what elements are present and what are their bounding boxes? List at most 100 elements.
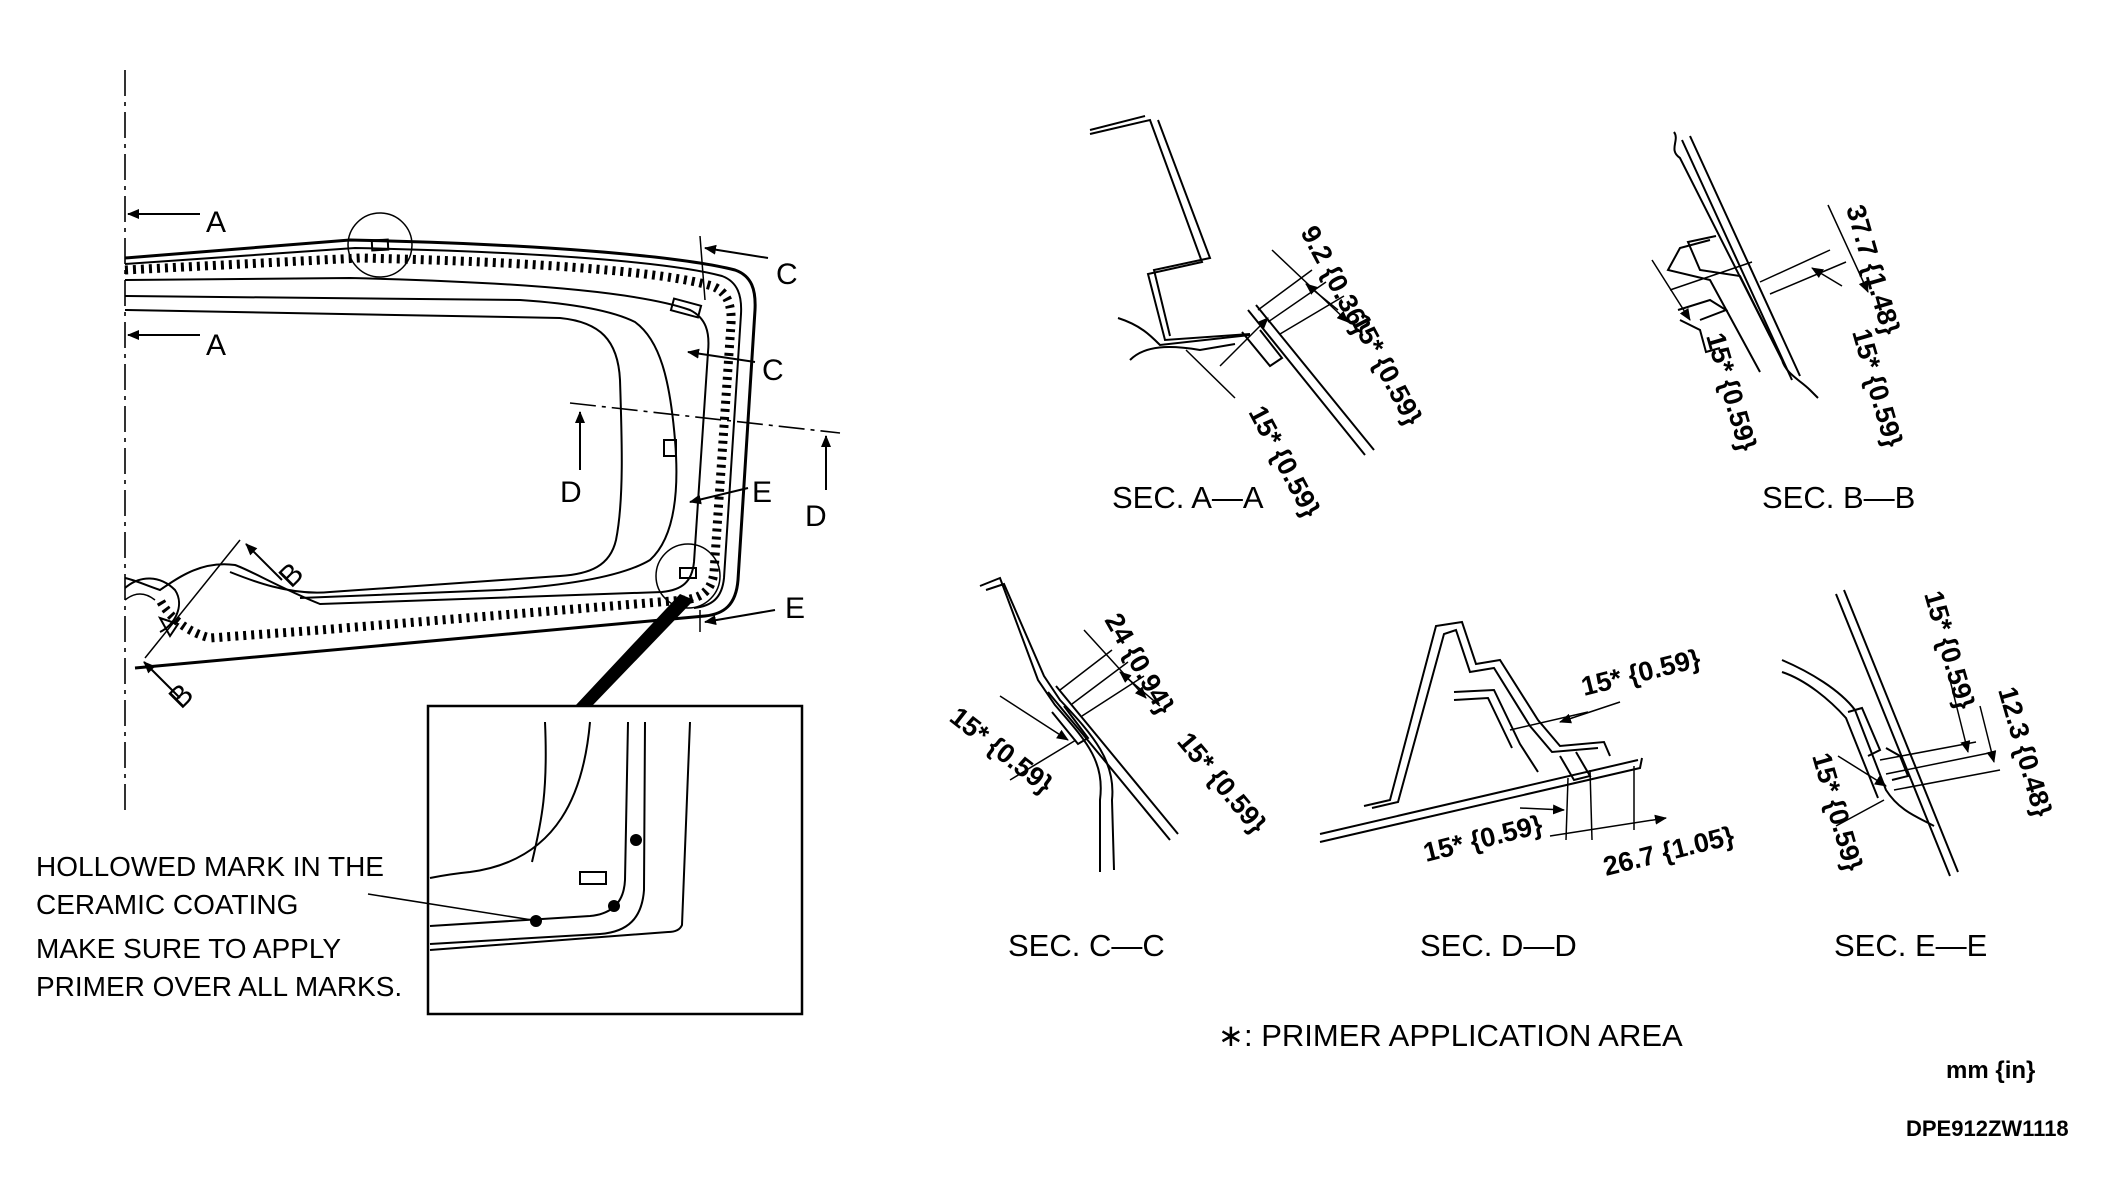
section-b-body [1673, 131, 1819, 399]
section-a-molding [1241, 329, 1284, 368]
label-c-upper: C [776, 258, 798, 291]
section-b-drawing [1651, 131, 1869, 399]
section-b-dim-2: 15* {0.59} [1846, 325, 1908, 451]
section-e-drawing [1781, 589, 2001, 877]
label-d-left: D [560, 476, 582, 509]
section-e-body [1781, 659, 1935, 827]
section-b-title: SEC. B—B [1762, 480, 1915, 515]
section-a-lower-panel [1117, 317, 1251, 347]
hollowed-mark-leader [367, 893, 533, 921]
section-d-inner-panel-2 [1453, 696, 1513, 749]
section-a-lower-panel-2 [1129, 343, 1236, 361]
section-e-title: SEC. E—E [1834, 928, 1987, 963]
section-d-dim-2: 15* {0.59} [1420, 809, 1546, 868]
label-e-upper: E [752, 476, 772, 509]
label-c-lower: C [762, 354, 784, 387]
section-d-ext-2 [1589, 769, 1593, 841]
section-d-dim-3: 26.7 {1.05} [1600, 820, 1737, 882]
section-b-upper-arrow [245, 543, 283, 581]
section-c-ext-1 [1059, 649, 1113, 691]
section-d-dim-15-top-arrow [1559, 701, 1621, 724]
section-e-molding [1885, 747, 1910, 781]
hollowed-mark-3 [530, 915, 542, 927]
section-e-dim-1: 15* {0.59} [1918, 587, 1980, 713]
label-e-lower: E [785, 592, 805, 625]
section-c-drawing [979, 576, 1179, 872]
label-a-lower: A [206, 329, 226, 362]
section-a-body-panel-inner [1089, 115, 1146, 131]
section-b-dim-377 [1827, 204, 1869, 293]
figure-code: DPE912ZW1118 [1906, 1116, 2069, 1141]
units-label: mm {in} [1946, 1057, 2035, 1084]
body-opening-outline [124, 276, 710, 606]
section-d-dim-15-bottom [1519, 804, 1565, 815]
section-a-title: SEC. A—A [1112, 480, 1264, 515]
section-a-drawing [1089, 115, 1375, 456]
section-c-body-2 [985, 582, 1115, 871]
hollowed-mark-note-line1: HOLLOWED MARK IN THE [36, 851, 384, 882]
detail-ceramic-edge [429, 721, 591, 879]
section-d-body-2 [1371, 628, 1599, 809]
section-c-ext-4 [1009, 739, 1077, 781]
section-d-inner-panel [1453, 688, 1539, 773]
section-d-body [1363, 620, 1611, 807]
section-e-dim-3: 15* {0.59} [1806, 749, 1868, 875]
section-e-dim-123 [1979, 705, 1997, 763]
section-b-glass [1681, 139, 1793, 381]
section-c-dim-1: 24 {0.94} [1099, 608, 1181, 720]
section-b-ext-3 [1669, 261, 1753, 291]
section-c-glass-2 [1055, 685, 1179, 835]
section-d-ext-1 [1565, 777, 1569, 841]
spacer-mark-lower-left [157, 616, 180, 638]
section-c-dim-3: 15* {0.59} [1171, 727, 1272, 840]
section-c-dim-15-left [999, 695, 1069, 741]
spacer-mark-top [370, 238, 390, 252]
section-d-molding [1559, 751, 1592, 782]
section-b-lower-arrow [143, 661, 181, 699]
section-e-ext-3 [1893, 769, 2001, 791]
detail-leader [575, 594, 694, 706]
section-b-ext-1 [1759, 249, 1831, 283]
urethane-hatch-band [124, 253, 736, 643]
section-d-dim-15-top [1509, 711, 1589, 731]
detail-circle-top [347, 212, 413, 278]
section-e-lower-arrow [704, 609, 776, 626]
section-a-ext-4 [1185, 349, 1236, 399]
section-e-flange [1847, 706, 1882, 757]
section-a-ext-3 [1279, 295, 1345, 335]
section-c-glass [1047, 691, 1171, 841]
section-b-glass-2 [1689, 135, 1801, 377]
section-e-dim-15-left [1837, 755, 1887, 787]
section-e-dim-2: 12.3 {0.48} [1992, 683, 2058, 820]
detail-spacer-mark [579, 871, 607, 885]
spacer-mark-right [669, 297, 703, 319]
section-e-ext-1 [1879, 741, 1977, 761]
section-c-lower-arrow [687, 348, 756, 363]
detail-visible-edge [531, 721, 547, 863]
section-e-body-2 [1781, 671, 1879, 799]
lower-body-arc-inner [124, 593, 156, 601]
section-e-glass-2 [1843, 589, 1959, 873]
label-d-right: D [805, 500, 827, 533]
primer-legend: ∗: PRIMER APPLICATION AREA [1218, 1018, 1683, 1053]
detail-circle-corner [655, 543, 721, 609]
section-e-dim-15-top [1949, 679, 1971, 753]
section-c-title: SEC. C—C [1008, 928, 1165, 963]
section-c-body [979, 576, 1102, 872]
section-d-dim-267 [1549, 814, 1667, 837]
spacer-mark-mid [663, 439, 677, 457]
section-d-title: SEC. D—D [1420, 928, 1577, 963]
section-d-drawing [1319, 620, 1667, 843]
section-a-body-panel [1089, 118, 1251, 342]
apply-primer-note-line1: MAKE SURE TO APPLY [36, 933, 341, 964]
section-c-dim-2: 15* {0.59} [944, 701, 1059, 800]
section-c-upper-arrow [704, 244, 769, 259]
section-e-glass [1835, 593, 1951, 877]
section-b-dim-1: 37.7 {1.48} [1840, 201, 1906, 338]
section-a-glass [1247, 309, 1366, 456]
section-d-glass-2 [1319, 757, 1643, 843]
section-b-dim-15-right [1811, 267, 1843, 287]
glass-edge-line [124, 246, 743, 609]
section-b-ext-2 [1769, 261, 1847, 295]
